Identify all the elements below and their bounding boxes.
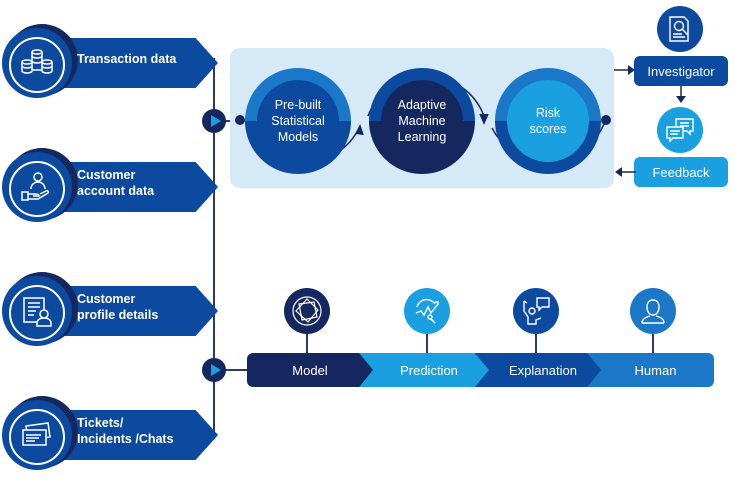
stage-line: scores <box>529 122 567 136</box>
stage-line: Models <box>277 130 319 144</box>
source-transaction-data: Transaction data <box>0 24 240 104</box>
source-circle-ring <box>9 409 65 465</box>
pipeline-step-human: Human <box>587 353 714 387</box>
presenter-speech-icon <box>513 288 559 334</box>
source-label-line2: account data <box>77 184 155 198</box>
stage-line: Machine <box>398 114 446 128</box>
pipeline-step-label: Explanation <box>509 362 577 378</box>
stem-explanation <box>535 330 537 354</box>
stage-prebuilt-models: Pre-built Statistical Models <box>245 68 351 174</box>
source-banner <box>58 410 218 460</box>
source-label-line1: Customer <box>77 168 136 182</box>
database-network-icon <box>21 49 53 74</box>
source-customer-account-data: Customer account data <box>0 148 240 228</box>
stage-inner: Adaptive Machine Learning <box>381 80 463 162</box>
arrow-investigator-to-feedback <box>676 86 686 103</box>
profile-document-icon <box>23 297 52 327</box>
source-banner <box>58 286 218 336</box>
document-search-icon <box>657 6 703 52</box>
chat-bubbles-icon <box>657 107 703 153</box>
arrow-to-investigator <box>614 65 635 75</box>
arc-end-dot <box>601 115 611 125</box>
chart-magnifier-icon <box>404 288 450 334</box>
feedback-box: Feedback <box>634 157 728 187</box>
source-label-line1: Tickets/ <box>77 416 124 430</box>
pipeline-step-label: Model <box>292 362 328 378</box>
source-circle <box>2 276 72 346</box>
model-geometry-icon <box>284 288 330 334</box>
source-label: Tickets/ Incidents /Chats <box>77 415 174 447</box>
tickets-cards-icon <box>22 422 51 446</box>
connector-to-bar <box>214 369 248 371</box>
stage-inner: Pre-built Statistical Models <box>257 80 339 162</box>
arrow-feedback-to-panel <box>615 167 636 177</box>
source-label: Customer profile details <box>77 291 158 323</box>
stage-adaptive-ml: Adaptive Machine Learning <box>369 68 475 174</box>
stem-model <box>306 330 308 354</box>
stage-line: Risk <box>535 106 561 120</box>
stage-line: Adaptive <box>397 98 447 112</box>
pipeline-step-prediction: Prediction <box>359 353 489 387</box>
source-circle-ring <box>9 37 65 93</box>
source-tickets-incidents-chats: Tickets/ Incidents /Chats <box>0 396 240 476</box>
source-label-line2: Incidents /Chats <box>77 432 174 446</box>
stage-inner: Risk scores <box>507 80 589 162</box>
source-label: Customer account data <box>77 167 154 199</box>
person-icon <box>630 288 676 334</box>
source-banner <box>58 38 218 88</box>
source-label-line2: profile details <box>77 308 159 322</box>
pipeline-step-label: Human <box>634 362 677 378</box>
stage-line: Statistical <box>271 114 325 128</box>
arc-arrowhead <box>479 113 489 125</box>
flow-arrow-play-icon <box>202 358 226 382</box>
source-customer-profile-details: Customer profile details <box>0 272 240 352</box>
source-label-line1: Customer <box>77 292 136 306</box>
flow-arrow-play-icon <box>202 109 226 133</box>
investigator-box: Investigator <box>634 56 728 86</box>
arc-arrowhead <box>355 124 364 136</box>
source-label-line1: Transaction data <box>77 52 177 66</box>
connector-to-panel <box>214 120 240 122</box>
connector-line-vertical <box>213 58 215 434</box>
investigator-label: Investigator <box>647 63 715 79</box>
feedback-label: Feedback <box>652 164 710 180</box>
stage-line: Pre-built <box>274 98 322 112</box>
arc-start-dot <box>235 115 245 125</box>
pipeline-step-model: Model <box>247 353 373 387</box>
source-label: Transaction data <box>77 51 176 67</box>
stage-risk-scores: Risk scores <box>495 68 601 174</box>
stem-human <box>652 330 654 354</box>
source-circle-ring <box>9 161 65 217</box>
source-circle-ring <box>9 285 65 341</box>
pipeline-bar: Human Explanation Prediction Model <box>247 353 714 387</box>
source-banner <box>58 162 218 212</box>
hand-user-icon <box>21 172 50 201</box>
stem-prediction <box>426 330 428 354</box>
stage-line: Learning <box>397 130 447 144</box>
pipeline-step-explanation: Explanation <box>475 353 601 387</box>
pipeline-step-label: Prediction <box>400 362 458 378</box>
source-circle <box>2 152 72 222</box>
